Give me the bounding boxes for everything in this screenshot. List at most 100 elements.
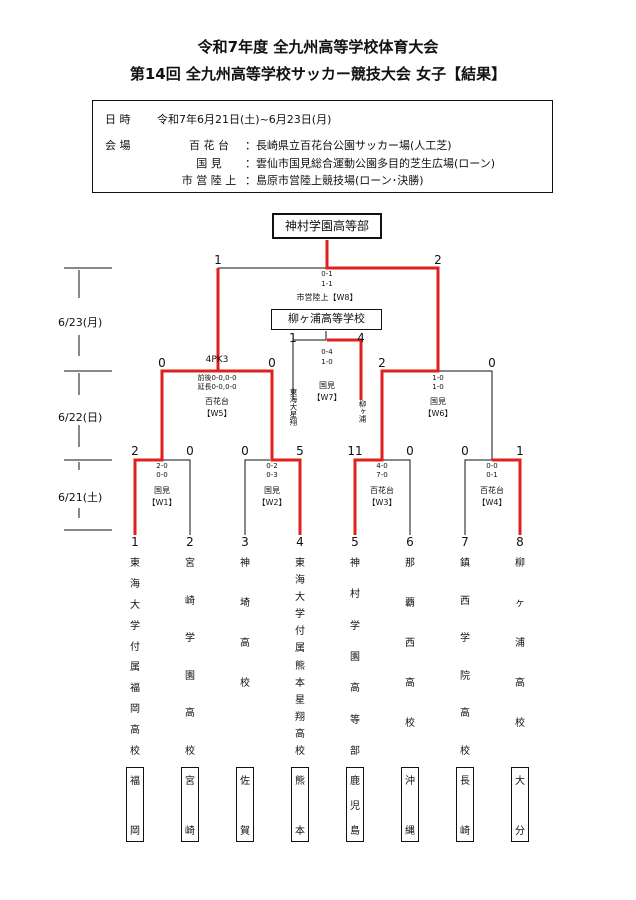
third-place-box: 柳ヶ浦高等学校	[271, 309, 382, 330]
venue-row: 市 営 陸 上：島原市営陸上競技場(ローン･決勝)	[173, 172, 424, 188]
qf2-code: 【W2】	[257, 498, 287, 507]
sf2-right-score: 0	[488, 356, 496, 370]
sf2-detail: 1-0	[432, 383, 444, 391]
qf2-detail: 0-3	[266, 471, 278, 479]
sf1-venue: 百花台	[205, 397, 229, 406]
qf2-right-score: 5	[296, 444, 304, 458]
prefecture-char: 佐	[240, 776, 250, 787]
sf1-right-score: 0	[268, 356, 276, 370]
prefecture-char: 沖	[405, 776, 415, 787]
team-name-char: 学	[295, 609, 305, 620]
qf4-venue: 百花台	[480, 486, 504, 495]
prefecture-box: 長崎	[456, 767, 474, 842]
winner-path	[325, 240, 440, 373]
prefecture-char: 児	[350, 801, 360, 812]
bracket-line	[292, 331, 327, 400]
qf4-code: 【W4】	[477, 498, 507, 507]
qf2-venue: 国見	[264, 486, 280, 495]
team-name-char: 高	[405, 678, 415, 689]
prefecture-box: 宮崎	[181, 767, 199, 842]
team-name-char: 高	[460, 708, 470, 719]
team-name-char: 東	[130, 558, 140, 569]
prefecture-char: 宮	[185, 776, 195, 787]
team-seed: 8	[516, 535, 524, 549]
team-name-char: 海	[130, 579, 140, 590]
qf4-right-score: 1	[516, 444, 524, 458]
winner-path	[218, 369, 302, 535]
third-right-score: 4	[357, 331, 365, 345]
venue-row: 百 花 台 ：長崎県立百花台公園サッカー場(人工芝)	[173, 137, 452, 153]
bracket-line	[160, 459, 191, 535]
prefecture-char: 崎	[185, 826, 195, 837]
team-name-char: 校	[295, 746, 305, 757]
team-name-char: 学	[460, 633, 470, 644]
team-name-char: 神	[350, 558, 360, 569]
qf1-code: 【W1】	[147, 498, 177, 507]
qf3-venue: 百花台	[370, 486, 394, 495]
team-name-char: 大	[130, 600, 140, 611]
team-seed: 2	[186, 535, 194, 549]
venue-value: ：長崎県立百花台公園サッカー場(人工芝)	[245, 139, 452, 152]
qf1-detail: 0-0	[156, 471, 168, 479]
prefecture-char: 福	[130, 776, 140, 787]
team-name-char: 等	[350, 715, 360, 726]
team-seed: 3	[241, 535, 249, 549]
team-name-char: 崎	[185, 596, 195, 607]
team-name-char: 高	[350, 683, 360, 694]
third-venue: 国見	[319, 381, 335, 390]
team-name-char: 付	[130, 642, 140, 653]
team-seed: 7	[461, 535, 469, 549]
team-name-char: 東	[295, 558, 305, 569]
qf2-detail: 0-2	[266, 462, 278, 470]
venue-row: 国 見：雲仙市国見総合運動公園多目的芝生広場(ローン)	[173, 155, 495, 171]
venue-name: 国 見	[196, 157, 222, 170]
prefecture-char: 鹿	[350, 776, 360, 787]
sf1-pk: 4PK3	[205, 355, 229, 365]
team-name-char: 柳	[515, 558, 525, 569]
date-label: 6/23(月)	[58, 316, 103, 329]
team-name-char: 星	[295, 695, 305, 706]
sf1-code: 【W5】	[202, 409, 232, 418]
team-name-char: 校	[130, 746, 140, 757]
prefecture-char: 賀	[240, 826, 250, 837]
qf4-detail: 0-0	[486, 462, 498, 470]
team-name-char: 本	[295, 678, 305, 689]
team-name-char: 学	[185, 633, 195, 644]
venue-value: ：島原市営陸上競技場(ローン･決勝)	[245, 174, 424, 187]
venue-label: 会 場	[105, 139, 131, 152]
final-left-score: 1	[214, 253, 222, 267]
prefecture-char: 島	[350, 826, 360, 837]
team-name-char: 翔	[295, 712, 305, 723]
qf3-right-score: 0	[406, 444, 414, 458]
final-venue: 市営陸上【W8】	[296, 293, 358, 302]
team-name-char: 岡	[130, 704, 140, 715]
team-name-char: 鎮	[460, 558, 470, 569]
team-name-char: 学	[130, 621, 140, 632]
dates-value: 令和7年6月21日(土)~6月23日(月)	[157, 113, 332, 126]
venue-name: 百 花 台	[189, 139, 229, 152]
dates-row: 日 時 令和7年6月21日(土)~6月23日(月)	[105, 111, 331, 127]
team-seed: 4	[296, 535, 304, 549]
team-name-char: ヶ	[515, 598, 525, 609]
team-name-char: 那	[405, 558, 415, 569]
bracket-line	[464, 459, 492, 535]
winner-path	[133, 268, 220, 535]
page-title: 令和7年度 全九州高等学校体育大会	[197, 38, 439, 56]
qf3-code: 【W3】	[367, 498, 397, 507]
date-label: 6/22(日)	[58, 411, 103, 424]
final-half-score: 0-1	[321, 270, 333, 278]
page-subtitle: 第14回 全九州高等学校サッカー競技大会 女子【結果】	[129, 65, 507, 83]
third-code: 【W7】	[312, 393, 342, 402]
team-seed: 1	[131, 535, 139, 549]
bracket-line	[438, 370, 493, 460]
champion-box: 神村学園高等部	[272, 213, 382, 239]
dates-label: 日 時	[105, 113, 131, 126]
winner-path	[353, 369, 438, 535]
prefecture-char: 岡	[130, 826, 140, 837]
qf3-detail: 4-0	[376, 462, 388, 470]
team-name-char: 付	[295, 626, 305, 637]
team-name-char: 校	[515, 718, 525, 729]
prefecture-box: 福岡	[126, 767, 144, 842]
team-name-char: 属	[295, 643, 305, 654]
team-name-char: 浦	[515, 638, 525, 649]
